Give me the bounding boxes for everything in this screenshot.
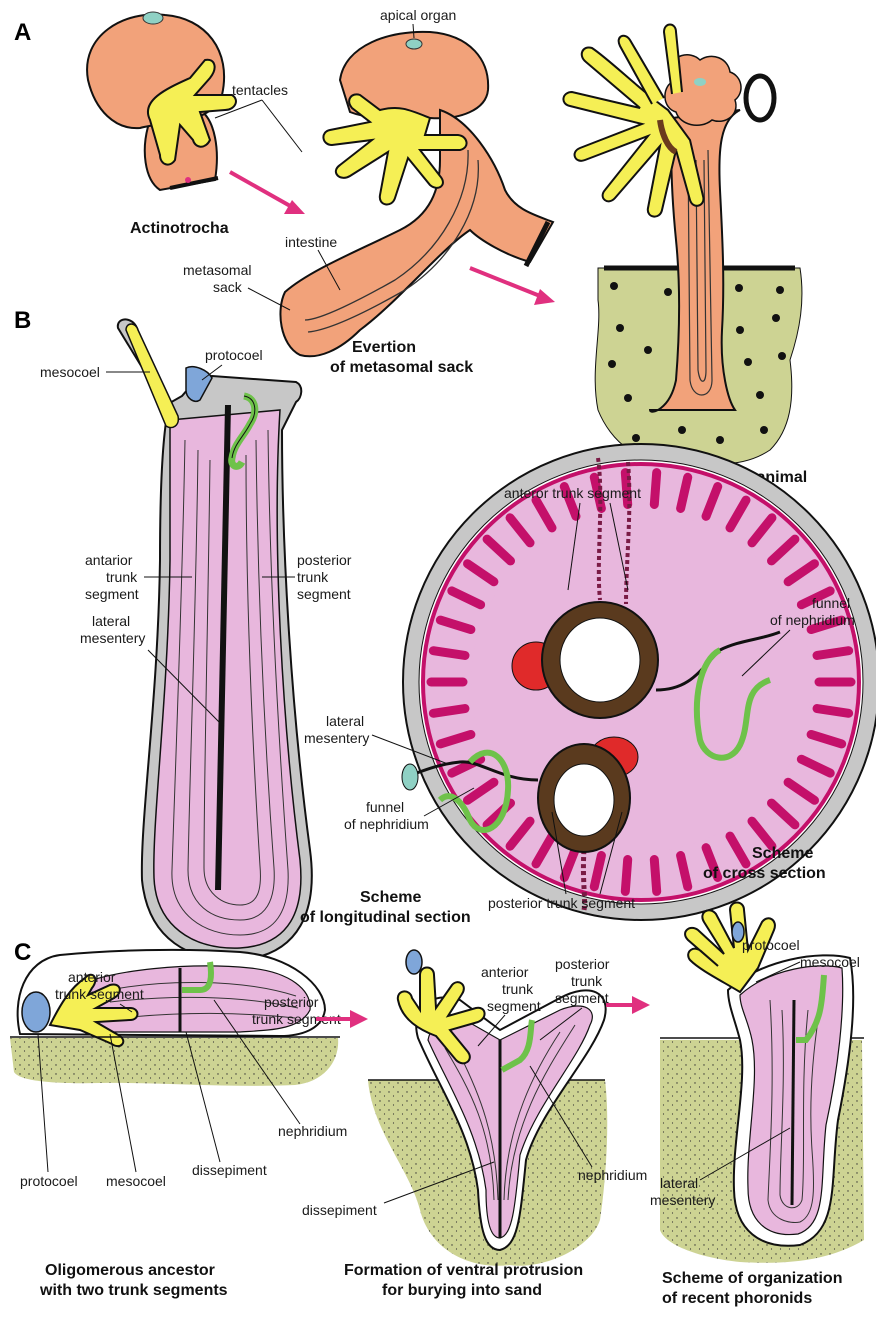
c2-posterior-label-1: posterior <box>555 956 610 972</box>
panel-label-b: B <box>14 307 31 334</box>
c3-lateral-mesentery <box>792 1000 794 1205</box>
longitudinal-section <box>118 319 312 960</box>
anterior-trunk-label-2: trunk <box>106 569 138 585</box>
lateral-mesentery-cross-label-2: mesentery <box>304 730 369 746</box>
c1-sand <box>10 1038 338 1086</box>
c1-nephridium-label: nephridium <box>278 1123 347 1139</box>
cross-muscle-band <box>817 651 849 656</box>
cross-anterior-label: anteror trunk segment <box>504 485 641 501</box>
intestine-label: intestine <box>285 234 337 250</box>
cross-title-2: of cross section <box>703 865 826 882</box>
c2-posterior-label-2: trunk <box>571 973 603 989</box>
lateral-mesentery-label-2: mesentery <box>80 630 145 646</box>
arrow-c2-to-c3 <box>606 996 650 1014</box>
cross-gut-upper-lumen <box>560 618 640 702</box>
posterior-trunk-label-1: posterior <box>297 552 352 568</box>
c1-dissepiment-label: dissepiment <box>192 1162 267 1178</box>
lateral-mesentery-cross-label-1: lateral <box>326 713 364 729</box>
actinotrocha-larva <box>87 12 236 190</box>
c2-anterior-label-2: trunk <box>502 981 534 997</box>
larva-anus <box>185 177 191 183</box>
c3-lateral-label-1: lateral <box>660 1175 698 1191</box>
panel-label-c: C <box>14 939 31 966</box>
c2-title-1: Formation of ventral protrusion <box>344 1262 583 1279</box>
c3-lateral-label-2: mesentery <box>650 1192 715 1208</box>
cross-muscle-band <box>433 651 465 656</box>
long-title-2: of longitudinal section <box>300 909 471 926</box>
c3-title-2: of recent phoronids <box>662 1290 812 1307</box>
c3-title-1: Scheme of organization <box>662 1270 842 1287</box>
protocoel-label: protocoel <box>205 347 263 363</box>
juvenile-animal <box>563 25 802 464</box>
panel-label-a: A <box>14 19 31 46</box>
c1-protocoel <box>22 992 50 1032</box>
c1-anterior-label-1: anterior <box>68 969 116 985</box>
funnel-right-label-2: of nephridium <box>770 612 855 628</box>
c2-nephridium-label: nephridium <box>578 1167 647 1183</box>
metasomal-label-2: sack <box>213 279 243 295</box>
cross-lateral-cell <box>402 764 418 790</box>
cross-muscle-band <box>817 709 849 714</box>
cross-muscle-band <box>654 860 656 892</box>
c1-protocoel-label: protocoel <box>20 1173 78 1189</box>
evertion-title-1: Evertion <box>352 339 416 356</box>
c1-title-2: with two trunk segments <box>39 1282 228 1299</box>
cross-muscle-band <box>433 709 465 714</box>
c1-title-1: Oligomerous ancestor <box>45 1262 215 1279</box>
long-title-1: Scheme <box>360 889 421 906</box>
arrow-larva-to-evertion <box>230 172 305 214</box>
funnel-left-label-2: of nephridium <box>344 816 429 832</box>
c2-title-2: for burying into sand <box>382 1282 542 1299</box>
anterior-trunk-label-3: segment <box>85 586 139 602</box>
long-mesocoel <box>126 324 178 428</box>
c3-protocoel-label: protocoel <box>742 937 800 953</box>
posterior-trunk-label-3: segment <box>297 586 351 602</box>
arrow-evertion-to-juvenile <box>470 268 555 305</box>
cross-title-1: Scheme <box>752 845 813 862</box>
c3-mesocoel-label: mesocoel <box>800 954 860 970</box>
funnel-left-label-1: funnel <box>366 799 404 815</box>
mesocoel-label: mesocoel <box>40 364 100 380</box>
posterior-trunk-label-2: trunk <box>297 569 329 585</box>
apical-organ-label: apical organ <box>380 7 456 23</box>
anterior-trunk-label-1: antarior <box>85 552 133 568</box>
tentacles-leader-2 <box>262 100 302 152</box>
funnel-right-label-1: funnel <box>812 595 850 611</box>
juvenile-apical-organ <box>694 78 706 86</box>
cross-muscle-band <box>654 473 656 505</box>
evertion-stage <box>280 32 553 356</box>
lateral-mesentery-label-1: lateral <box>92 613 130 629</box>
c2-anterior-label-1: anterior <box>481 964 529 980</box>
c1-anterior-label-2: trunk segment <box>55 986 144 1002</box>
c2-posterior-label-3: segment <box>555 990 609 1006</box>
tentacles-label: tentacles <box>232 82 288 98</box>
cross-muscle-band <box>625 860 627 892</box>
c2-dissepiment-label: dissepiment <box>302 1202 377 1218</box>
c1-posterior-label-1: posterior <box>264 994 319 1010</box>
c1-mesocoel-label: mesocoel <box>106 1173 166 1189</box>
larva-apical-organ <box>143 12 163 24</box>
metasomal-label-1: metasomal <box>183 262 251 278</box>
evertion-apical-organ <box>406 39 422 49</box>
c2-protocoel <box>406 950 422 974</box>
c2-anterior-label-3: segment <box>487 998 541 1014</box>
cross-gut-lower-lumen <box>554 764 614 836</box>
evertion-title-2: of metasomal sack <box>330 359 473 376</box>
actinotrocha-label: Actinotrocha <box>130 220 229 237</box>
juvenile-mouth <box>746 76 774 120</box>
cross-posterior-label: posterior trunk segment <box>488 895 635 911</box>
